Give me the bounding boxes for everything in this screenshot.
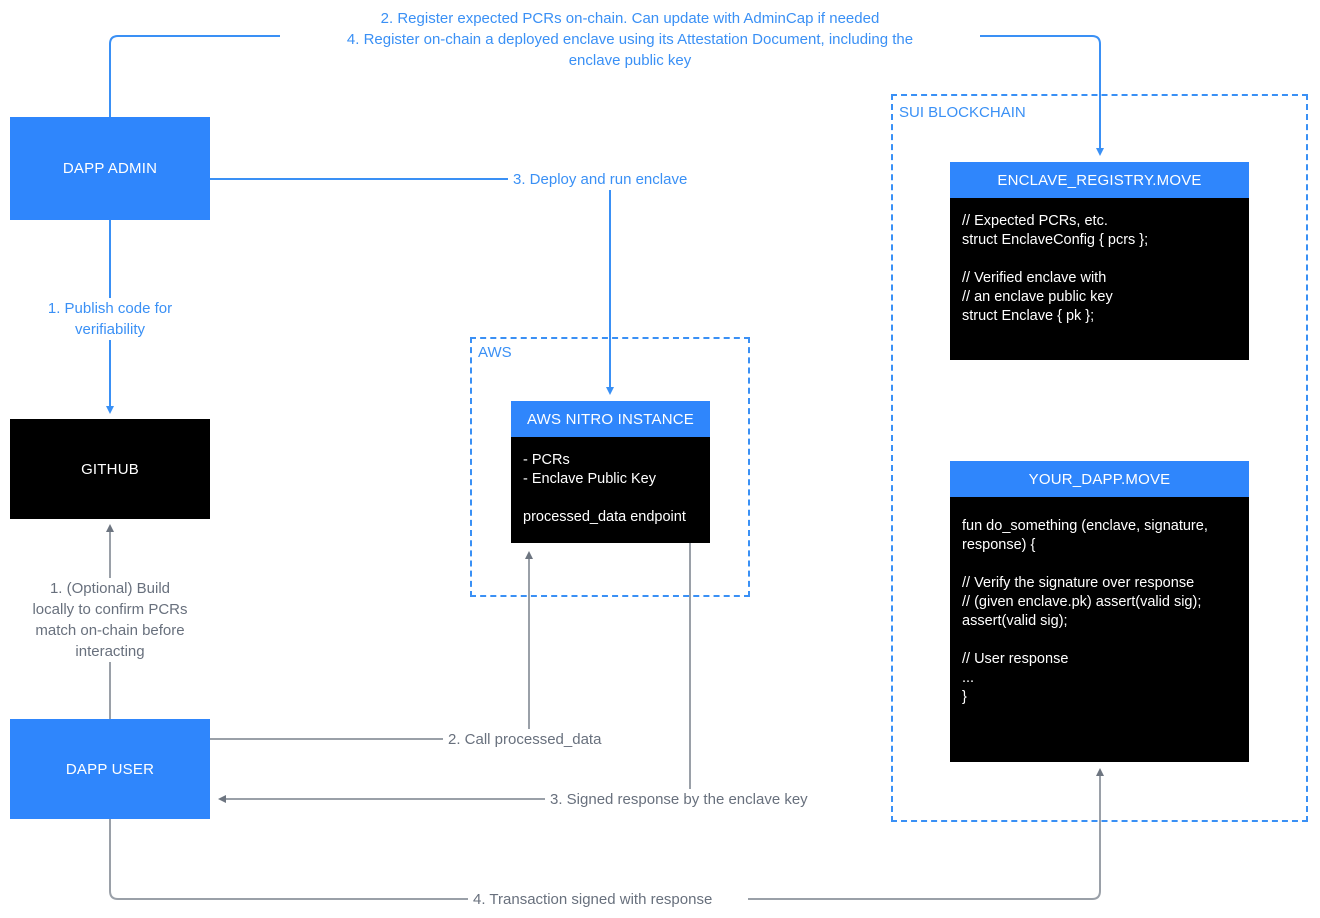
node-enclave-registry-move-header: ENCLAVE_REGISTRY.MOVE bbox=[950, 162, 1249, 198]
group-aws bbox=[470, 337, 750, 597]
node-your-dapp-move[interactable]: YOUR_DAPP.MOVE fun do_something (enclave… bbox=[950, 461, 1249, 762]
group-sui-blockchain-label: SUI BLOCKCHAIN bbox=[896, 104, 1030, 121]
edge-label-register-pcrs: 2. Register expected PCRs on-chain. Can … bbox=[320, 8, 940, 29]
group-aws-label: AWS bbox=[475, 344, 516, 361]
edge-label-publish-code: 1. Publish code for verifiability bbox=[10, 298, 210, 340]
edge-label-optional-build: 1. (Optional) Build locally to confirm P… bbox=[12, 578, 208, 662]
node-github-label: GITHUB bbox=[81, 460, 139, 478]
node-dapp-user[interactable]: DAPP USER bbox=[10, 719, 210, 819]
node-enclave-registry-move-body: // Expected PCRs, etc. struct EnclaveCon… bbox=[950, 198, 1249, 360]
node-github[interactable]: GITHUB bbox=[10, 419, 210, 519]
edge-label-call-processed-data: 2. Call processed_data bbox=[443, 729, 643, 750]
node-aws-nitro-instance[interactable]: AWS NITRO INSTANCE - PCRs - Enclave Publ… bbox=[511, 401, 710, 543]
group-sui-blockchain bbox=[891, 94, 1308, 822]
edge-label-register-enclave: 4. Register on-chain a deployed enclave … bbox=[280, 29, 980, 71]
node-aws-nitro-instance-header: AWS NITRO INSTANCE bbox=[511, 401, 710, 437]
node-dapp-user-label: DAPP USER bbox=[65, 760, 155, 778]
edge-label-signed-response: 3. Signed response by the enclave key bbox=[545, 789, 845, 810]
node-your-dapp-move-body: fun do_something (enclave, signature, re… bbox=[950, 497, 1249, 762]
node-enclave-registry-move[interactable]: ENCLAVE_REGISTRY.MOVE // Expected PCRs, … bbox=[950, 162, 1249, 360]
node-dapp-admin-label: DAPP ADMIN bbox=[62, 160, 158, 177]
node-your-dapp-move-header: YOUR_DAPP.MOVE bbox=[950, 461, 1249, 497]
edge-label-deploy-enclave: 3. Deploy and run enclave bbox=[508, 169, 718, 190]
node-dapp-admin[interactable]: DAPP ADMIN bbox=[10, 117, 210, 220]
node-aws-nitro-instance-body: - PCRs - Enclave Public Key processed_da… bbox=[511, 437, 710, 543]
edge-label-transaction-signed: 4. Transaction signed with response bbox=[468, 889, 748, 910]
